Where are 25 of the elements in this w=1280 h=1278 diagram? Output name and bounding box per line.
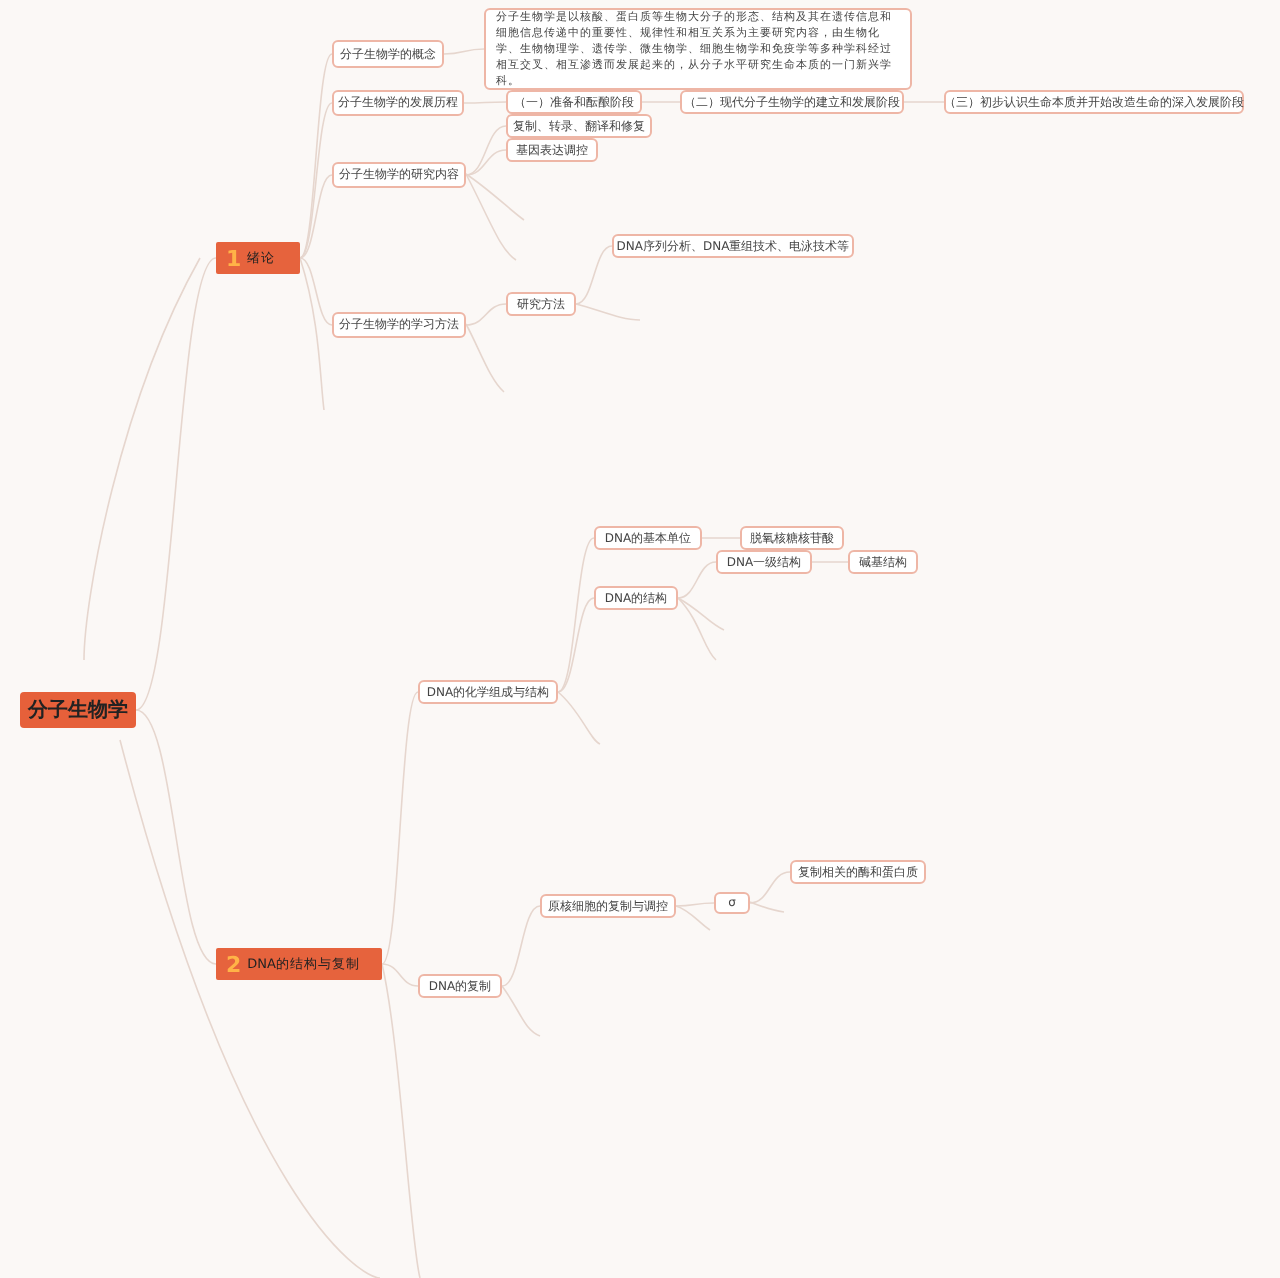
connector-line bbox=[677, 561, 717, 599]
connector-line bbox=[299, 257, 333, 326]
connector-line bbox=[501, 905, 541, 987]
connector-line bbox=[463, 101, 507, 104]
branch-number: 1 bbox=[226, 245, 242, 271]
branch-box bbox=[216, 242, 300, 274]
connector-line bbox=[299, 53, 333, 259]
root-topic-box: 分子生物学 bbox=[20, 692, 136, 728]
connector-line bbox=[135, 257, 217, 711]
connector-line bbox=[465, 125, 507, 176]
connector-line bbox=[557, 597, 595, 693]
connector-line bbox=[557, 537, 595, 693]
connector-line bbox=[299, 174, 333, 259]
connector-line bbox=[675, 902, 715, 907]
connector-line bbox=[135, 709, 217, 965]
connector-line bbox=[575, 245, 613, 305]
connector-line bbox=[443, 48, 485, 55]
connector-line bbox=[465, 303, 507, 326]
branch-box bbox=[216, 948, 382, 980]
connector-line bbox=[381, 691, 419, 965]
branch-number: 2 bbox=[226, 951, 242, 977]
connector-line bbox=[299, 102, 333, 259]
connector-line bbox=[381, 963, 419, 987]
connector-line bbox=[749, 871, 791, 904]
connector-line bbox=[465, 149, 507, 176]
